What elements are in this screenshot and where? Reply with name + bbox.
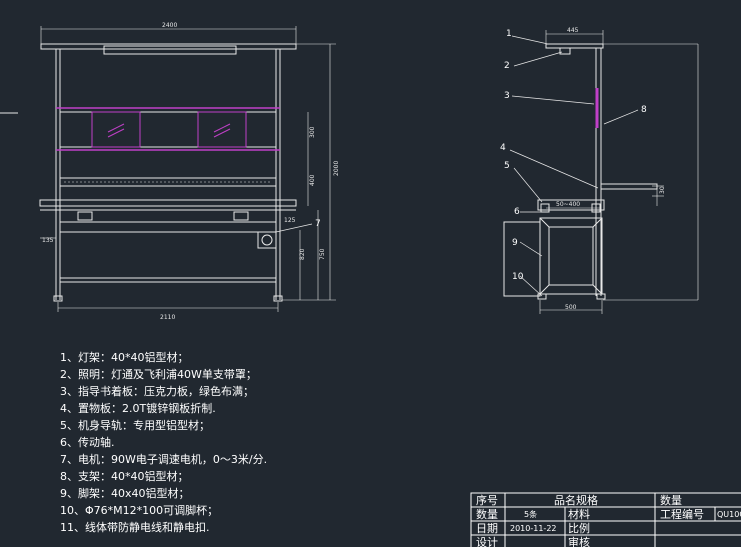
dim-shelf-height: 300: [309, 126, 316, 138]
title-block: [470, 492, 741, 547]
note-8: 8、支架：40*40铝型材；: [60, 470, 189, 483]
callout-7: 7: [315, 219, 321, 229]
note-3: 3、指导书着板：压克力板，绿色布满；: [60, 385, 254, 398]
tb-design: 设计: [476, 536, 498, 547]
side-dim-small: 30: [659, 186, 666, 194]
note-11: 11、线体带防静电线和静电扣.: [60, 521, 210, 534]
tb-quantity-value: 5条: [524, 509, 537, 519]
side-dim-base: 500: [565, 304, 577, 311]
guide-board-right: [197, 111, 247, 148]
rail-block: [537, 199, 605, 211]
foot-right: [273, 295, 283, 302]
callout-2: 2: [504, 61, 510, 71]
top-beam: [40, 43, 297, 50]
tb-material: 材料: [568, 507, 590, 521]
tb-date: 日期: [476, 522, 498, 535]
side-leaders: [509, 35, 639, 297]
dim-upper-height: 400: [309, 174, 316, 186]
tb-project-no: 工程编号: [660, 507, 704, 521]
tb-serial: 序号: [476, 493, 498, 507]
motor: [261, 234, 273, 246]
dim-left-small: 135: [42, 237, 54, 244]
tb-review: 审核: [568, 535, 590, 547]
tb-scale: 比例: [568, 521, 590, 535]
callout-10: 10: [512, 272, 524, 282]
dim-lower-height2: 750: [319, 248, 326, 260]
note-7: 7、电机：90W电子调速电机，0～3米/分.: [60, 453, 268, 466]
front-accents: [56, 107, 280, 151]
side-dim-rail-span: 50~400: [556, 201, 580, 208]
note-9: 9、脚架：40x40铝型材；: [60, 487, 190, 500]
conveyor-rail: [59, 177, 277, 187]
dim-lower-height: 820: [299, 248, 306, 260]
tb-quantity: 数量: [476, 508, 498, 521]
dim-motor-small: 125: [284, 217, 296, 224]
dim-total-height: 2000: [333, 161, 340, 176]
callout-5: 5: [504, 161, 510, 171]
callout-9: 9: [512, 238, 518, 248]
side-dim-top: 445: [567, 27, 579, 34]
note-1: 1、灯架：40*40铝型材；: [60, 351, 189, 364]
tb-quantity-header: 数量: [660, 494, 682, 507]
callout-1: 1: [506, 29, 512, 39]
lamp: [103, 45, 237, 55]
callout-4: 4: [500, 143, 506, 153]
callout-8: 8: [641, 105, 647, 115]
note-6: 6、传动轴.: [60, 436, 115, 449]
note-5: 5、机身导轨：专用型铝型材；: [60, 419, 210, 432]
guide-board-left: [91, 111, 141, 148]
note-2: 2、照明：灯通及飞利浦40W单支带罩；: [60, 368, 257, 381]
side-view: [503, 30, 699, 314]
dim-top-width: 2400: [162, 22, 177, 29]
tb-project-value: QU10C: [717, 510, 741, 519]
tb-date-value: 2010-11-22: [510, 524, 557, 533]
callout-3: 3: [504, 91, 510, 101]
front-view: [0, 26, 336, 312]
note-10: 10、Φ76*M12*100可调脚杯；: [60, 504, 219, 517]
work-table: [39, 199, 297, 207]
shelf-arm: [600, 183, 658, 190]
note-4: 4、置物板：2.0T镀锌钢板折制.: [60, 402, 216, 415]
tb-name-spec: 品名规格: [554, 493, 598, 507]
callout-6: 6: [514, 207, 520, 217]
dim-bottom-width: 2110: [160, 314, 175, 321]
foot-left: [53, 295, 63, 302]
